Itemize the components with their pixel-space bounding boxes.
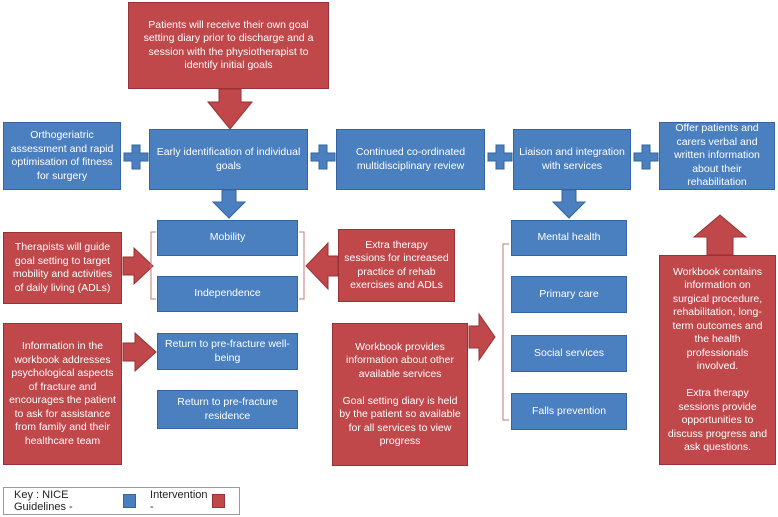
down-arrow-goals: [211, 189, 247, 219]
nice-multidisciplinary-review: Continued co-ordinated multidisciplinary…: [336, 129, 485, 190]
bracket-goals-right: [299, 231, 305, 300]
arrow-workbook-services: [468, 312, 496, 362]
nice-orthogeriatric-assessment: Orthogeriatric assessment and rapid opti…: [3, 122, 121, 190]
nice-liaison-services: Liaison and integration with services: [513, 129, 631, 190]
bracket-services: [502, 243, 509, 421]
plus-connector-2: [310, 144, 336, 170]
goal-independence: Independence: [157, 276, 298, 312]
service-social-services: Social services: [511, 335, 627, 372]
arrow-therapists: [122, 246, 154, 286]
intervention-extra-therapy: Extra therapy sessions for increased pra…: [338, 229, 455, 302]
legend-intervention-swatch: [212, 494, 225, 508]
plus-connector-3: [487, 144, 513, 170]
goal-return-residence: Return to pre-fracture residence: [157, 390, 298, 429]
intervention-workbook-services: Workbook provides information about othe…: [332, 323, 468, 466]
plus-connector-4: [633, 144, 659, 170]
intervention-therapists-guide: Therapists will guide goal setting to ta…: [3, 232, 122, 304]
service-primary-care: Primary care: [511, 276, 627, 313]
legend-nice-label: Key : NICE Guidelines -: [14, 489, 73, 513]
legend-key: Key : NICE Guidelines - Intervention -: [3, 487, 240, 515]
intervention-workbook-contents: Workbook contains information on surgica…: [659, 255, 776, 465]
up-arrow-workbook: [692, 214, 748, 256]
goal-return-wellbeing: Return to pre-fracture well-being: [157, 333, 298, 370]
arrow-extra-therapy: [305, 241, 339, 291]
down-arrow-services: [551, 189, 587, 219]
service-mental-health: Mental health: [511, 220, 627, 256]
service-falls-prevention: Falls prevention: [511, 393, 627, 430]
down-arrow-diary: [206, 88, 254, 130]
nice-patient-information: Offer patients and carers verbal and wri…: [659, 122, 775, 190]
bracket-goals-left: [150, 231, 156, 300]
nice-early-goal-identification: Early identification of individual goals: [149, 129, 308, 190]
goal-mobility: Mobility: [157, 220, 298, 256]
legend-nice-swatch: [123, 494, 137, 508]
intervention-workbook-psychological: Information in the workbook addresses ps…: [3, 323, 122, 465]
plus-connector-1: [123, 144, 149, 170]
intervention-goal-diary: Patients will receive their own goal set…: [128, 2, 329, 89]
arrow-workbook-psych: [122, 331, 157, 373]
legend-intervention-label: Intervention -: [150, 489, 208, 513]
